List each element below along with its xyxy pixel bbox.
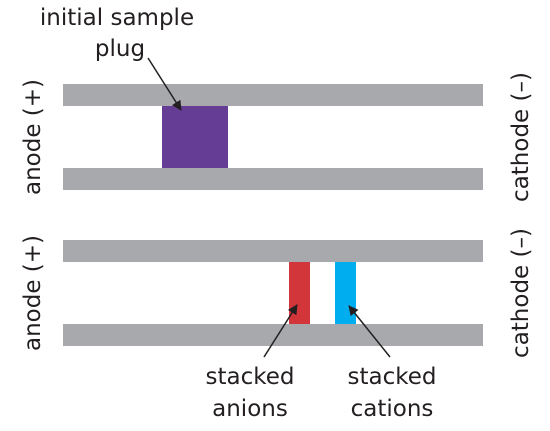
anions-label-line1: stacked	[206, 364, 295, 390]
bottom-capillary-upper-wall	[63, 240, 483, 262]
top-capillary-lower-wall	[63, 168, 483, 190]
stacked-anions-band	[289, 262, 310, 324]
anions-callout-arrow	[263, 304, 298, 358]
top-anode-label: anode (+)	[20, 79, 46, 195]
bottom-capillary	[63, 240, 483, 346]
bottom-capillary-lower-wall	[63, 324, 483, 346]
bottom-cathode-label: cathode (–)	[508, 228, 534, 358]
initial-sample-plug	[162, 106, 228, 168]
cations-label-line2: cations	[351, 396, 434, 422]
cations-callout-arrow	[348, 305, 391, 358]
top-callout-line2: plug	[95, 36, 145, 62]
anions-label-line2: anions	[212, 396, 288, 422]
top-capillary	[63, 84, 483, 190]
top-capillary-upper-wall	[63, 84, 483, 106]
stacked-cations-band	[335, 262, 356, 324]
bottom-anode-label: anode (+)	[20, 235, 46, 351]
top-callout-line1: initial sample	[40, 5, 194, 31]
top-callout-arrow	[147, 57, 182, 111]
cations-label-line1: stacked	[348, 364, 437, 390]
top-cathode-label: cathode (–)	[508, 72, 534, 202]
